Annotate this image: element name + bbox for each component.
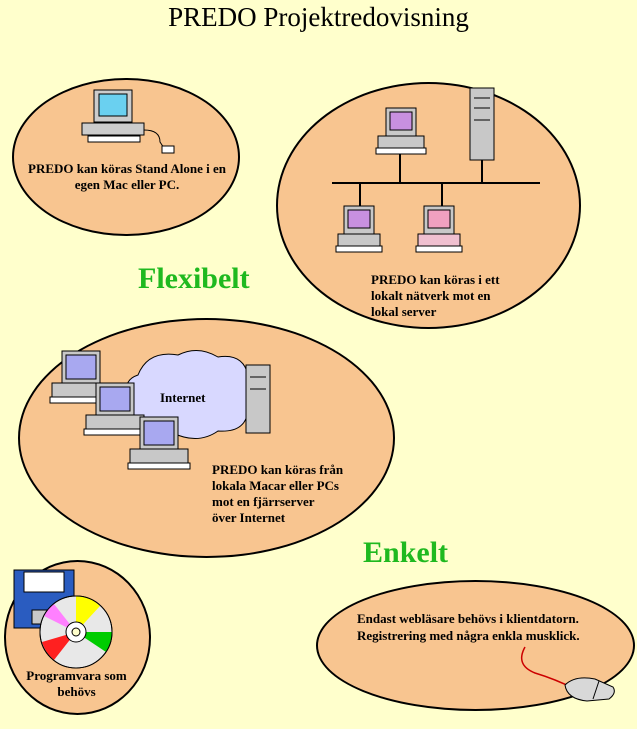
internet-text-line2: lokala Macar eller PCs xyxy=(212,478,339,493)
mouse-icon xyxy=(520,646,615,702)
internet-computers-icon xyxy=(49,350,271,470)
desktop-computer-icon xyxy=(81,89,175,154)
network-text-line2: lokalt nätverk mot en xyxy=(371,288,491,303)
internet-text-line1: PREDO kan köras från xyxy=(212,462,344,477)
internet-text-line4: över Internet xyxy=(212,510,286,525)
network-diagram-icon xyxy=(332,87,540,253)
browser-text-line2: Registrering med några enkla musklick. xyxy=(357,628,580,643)
internet-cloud-label: Internet xyxy=(160,390,206,405)
internet-text-line3: mot en fjärrserver xyxy=(212,494,315,509)
software-text: Programvara som behövs xyxy=(26,668,127,699)
floppy-and-cd-icon xyxy=(13,569,113,669)
flexibelt-label: Flexibelt xyxy=(138,262,250,295)
network-text-line3: lokal server xyxy=(371,304,437,319)
page-title: PREDO Projektredovisning xyxy=(168,2,469,32)
browser-text-line1: Endast webläsare behövs i klientdatorn. xyxy=(357,611,579,626)
enkelt-label: Enkelt xyxy=(363,536,449,569)
network-text-line1: PREDO kan köras i ett xyxy=(371,272,500,287)
standalone-text: PREDO kan köras Stand Alone i en egen Ma… xyxy=(28,161,226,192)
